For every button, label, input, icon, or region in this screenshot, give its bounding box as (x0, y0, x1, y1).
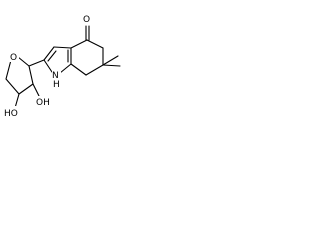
bond-n1-c7a (59, 63, 72, 74)
bond-c4prime-c3prime (5, 78, 20, 95)
structure-diagram: O O N H HO OH (0, 0, 132, 129)
bond-c4-c5 (86, 39, 104, 49)
bond-c2prime-c1prime (28, 65, 34, 85)
molecule-svg: O O N H HO OH (3, 12, 121, 119)
bond-c6-c7 (85, 64, 104, 76)
bond-c3-c2-double (47, 50, 57, 62)
bond-c7-c7a (70, 63, 87, 76)
nitrogen-label: N (52, 71, 59, 81)
bond-c4-c3a (70, 39, 88, 49)
bond-o-c4prime (5, 59, 12, 80)
bond-methyl-2 (102, 64, 121, 67)
hydroxyl-label-1: HO (4, 109, 18, 119)
carbonyl-oxygen-label: O (83, 15, 90, 25)
bond-c3prime-c2prime (18, 83, 34, 95)
bond-c1prime-o (17, 56, 30, 67)
bond-c2-n1 (43, 59, 53, 73)
bond-methyl-1 (102, 55, 119, 66)
bond-c3a-c3 (53, 46, 72, 49)
hydroxyl-label-2: OH (36, 98, 50, 108)
bond-c3prime-oh (14, 93, 20, 109)
bond-c2prime-oh (32, 83, 40, 97)
nh-hydrogen-label: H (53, 80, 60, 90)
bond-c2-c1prime (28, 59, 45, 67)
bond-c3-c2 (43, 46, 55, 61)
ring-oxygen-label: O (10, 53, 17, 63)
